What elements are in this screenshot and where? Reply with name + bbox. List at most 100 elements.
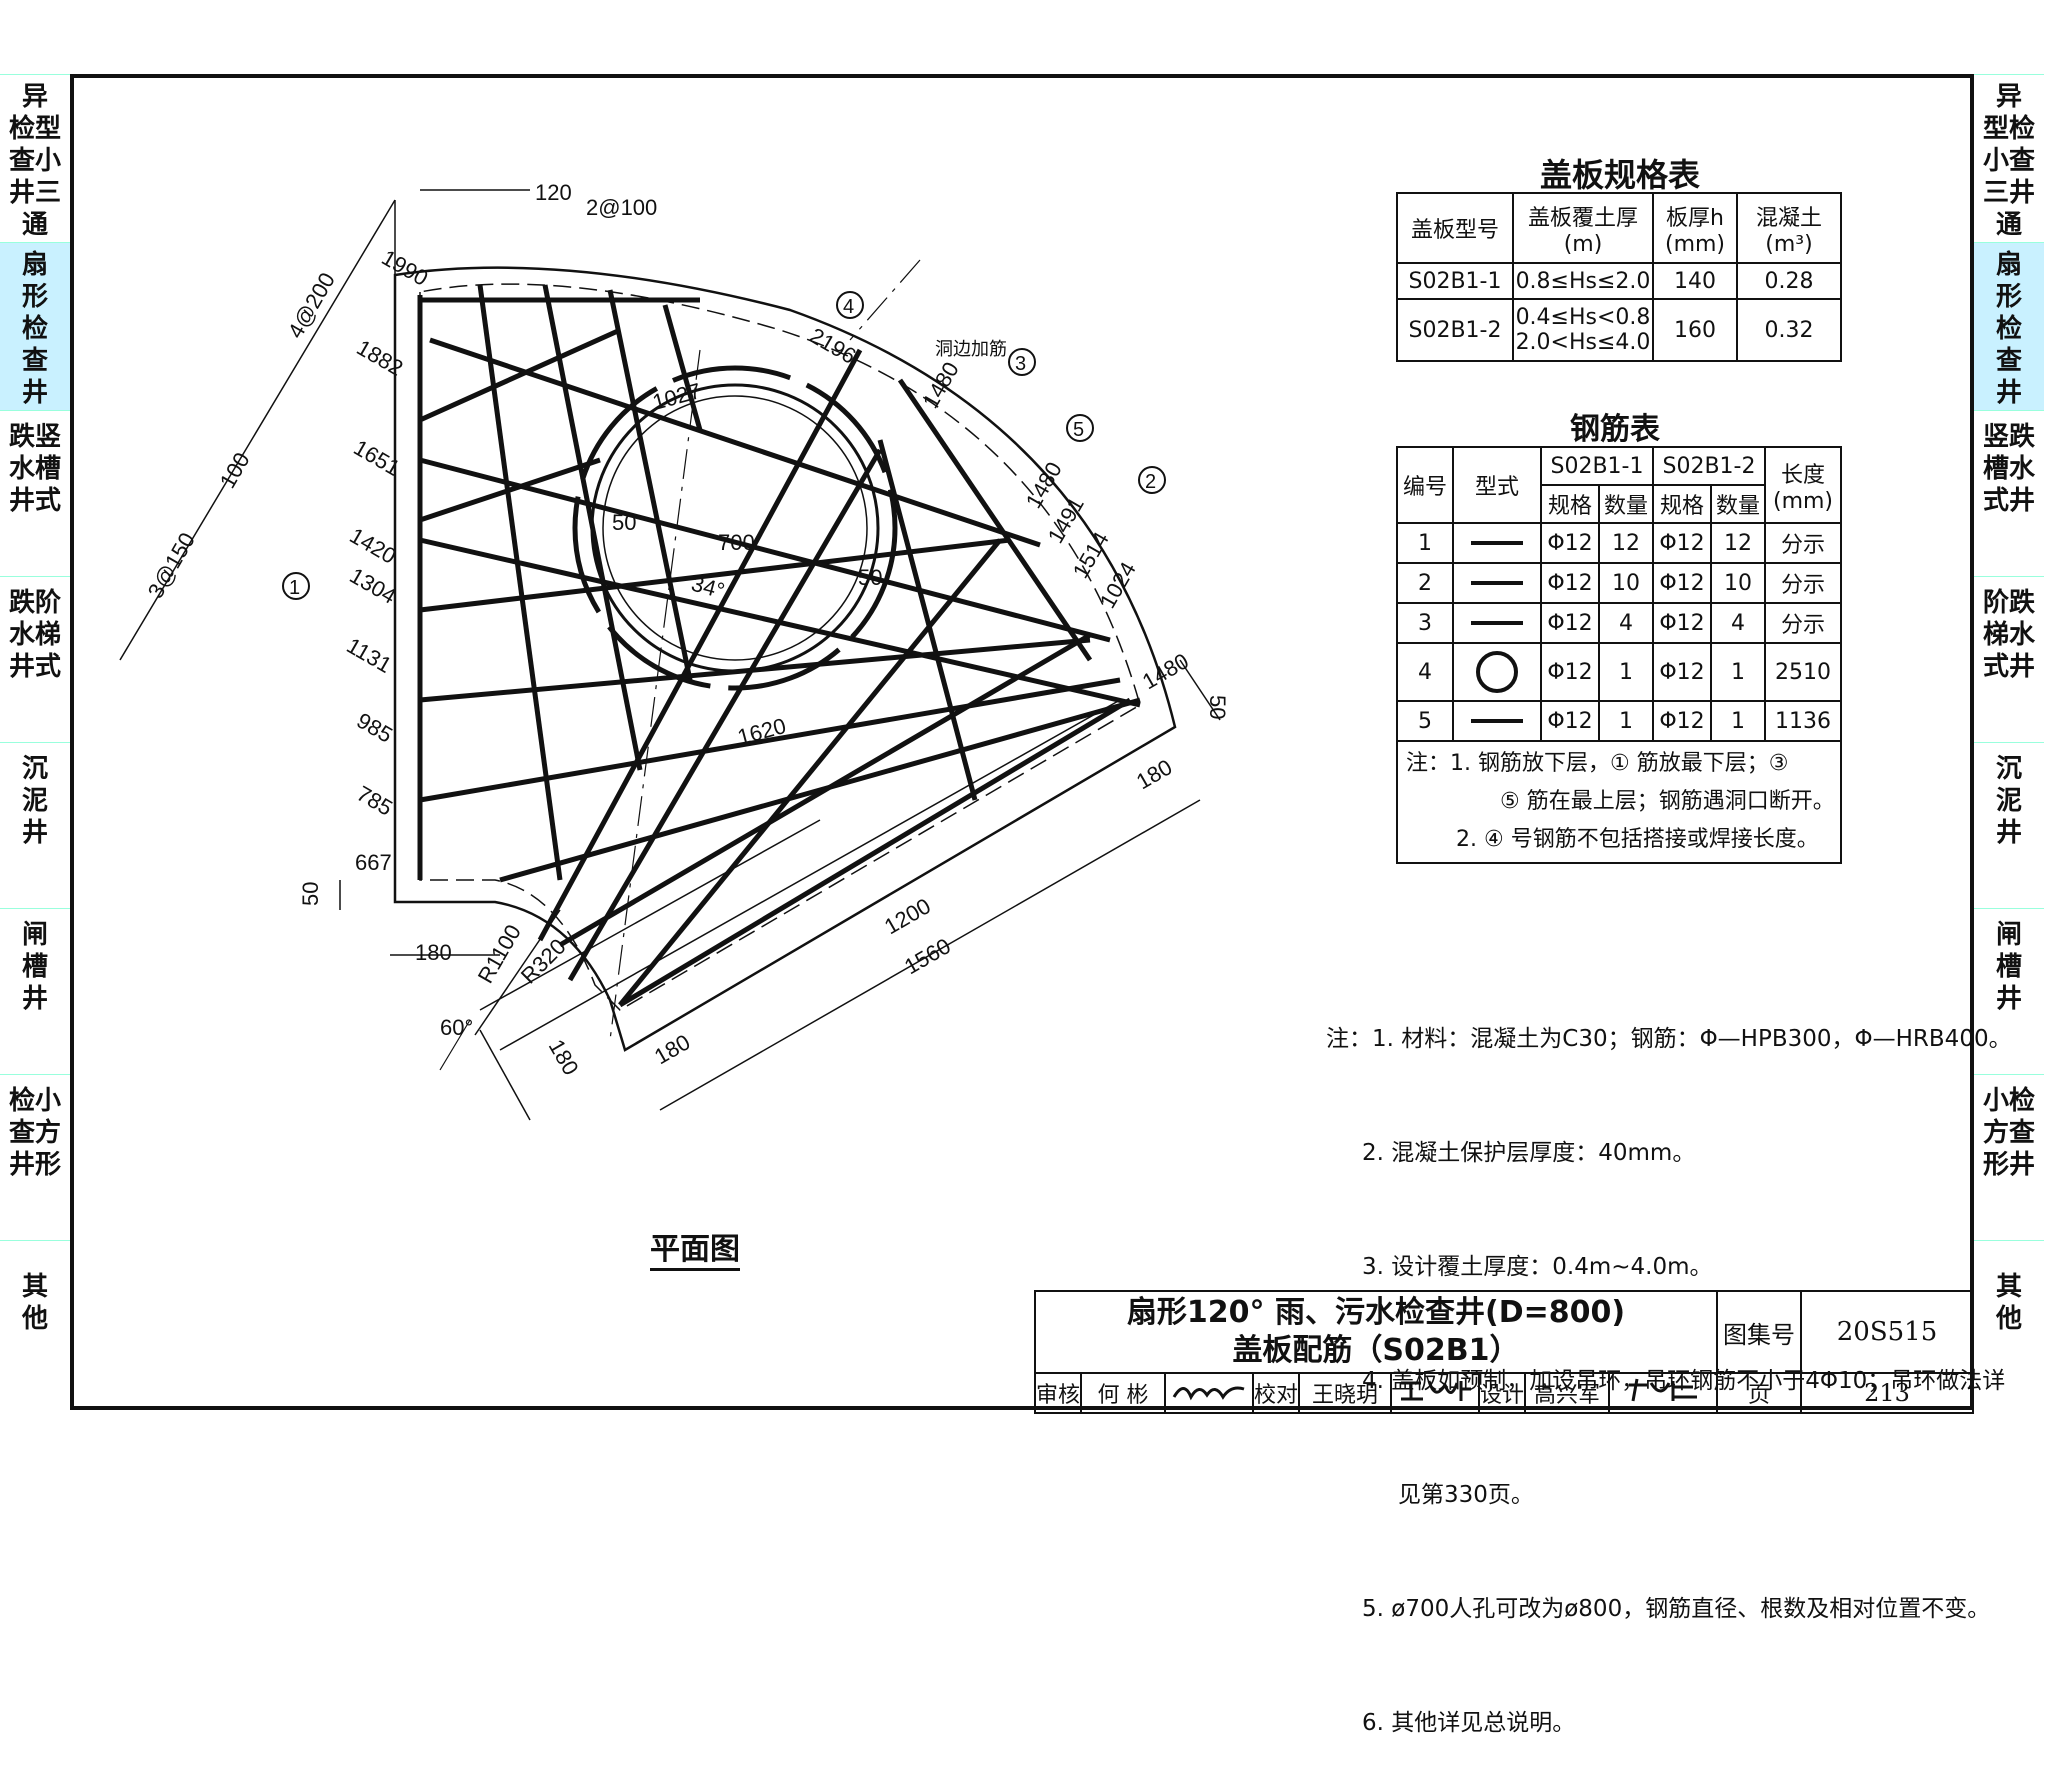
rebar-set-2 [418, 297, 1141, 883]
rebar-r5-q2: 1 [1710, 700, 1766, 742]
rebar-r3-shape-line-icon [1452, 602, 1542, 644]
rebar-r2-len: 分示 [1764, 562, 1842, 604]
dim-50-right: 50 [1205, 695, 1230, 719]
checker-name: 王晓玥 [1298, 1372, 1392, 1414]
spec-r2-thick: 160 [1652, 298, 1738, 362]
callout-1: 1 [289, 577, 300, 599]
atlas-number: 20S515 [1800, 1290, 1974, 1374]
rebar-r3-q1: 4 [1598, 602, 1654, 644]
rebar-table-title: 钢筋表 [1570, 412, 1660, 447]
checker-signature [1390, 1372, 1480, 1414]
reviewer-signature [1164, 1372, 1254, 1414]
reviewer-name: 何 彬 [1080, 1372, 1166, 1414]
dim-180-left: 180 [415, 940, 452, 965]
right-tab-5[interactable]: 闸 槽 井 [1974, 908, 2044, 1074]
spec-r1-cover: 0.8≤Hs≤2.0 [1512, 262, 1654, 300]
dim-785: 785 [353, 781, 397, 821]
page-number: 213 [1800, 1372, 1974, 1414]
dim-r1100: R1100 [473, 920, 526, 987]
right-tab-0[interactable]: 异 型检 小查 三井 通 [1974, 74, 2044, 242]
spec-r2-type: S02B1-2 [1396, 298, 1514, 362]
spec-r2-conc: 0.32 [1736, 298, 1842, 362]
rebar-table-notes: 注：1. 钢筋放下层，① 筋放最下层；③ ⑤ 筋在最上层；钢筋遇洞口断开。 2.… [1396, 740, 1842, 864]
rebar-r4-s1: Φ12 [1540, 642, 1600, 702]
rebar-r1-s1: Φ12 [1540, 522, 1600, 564]
rebar-h-shape: 型式 [1452, 446, 1542, 524]
dim-1620: 1620 [735, 713, 789, 750]
atlas-label: 图集号 [1716, 1290, 1802, 1374]
rebar-r3-len: 分示 [1764, 602, 1842, 644]
dim-1882: 1882 [353, 335, 408, 381]
left-tab-3[interactable]: 跌阶 水梯 井式 [0, 576, 70, 742]
dim-180-diag: 180 [650, 1029, 694, 1069]
spec-r1-conc: 0.28 [1736, 262, 1842, 300]
rebar-r1-shape-line-icon [1452, 522, 1542, 564]
dim-1480-c: 1480 [918, 358, 964, 413]
spec-table: 盖板型号 盖板覆土厚 (m) 板厚h (mm) 混凝土 (m³) S02B1-1… [1396, 192, 1842, 362]
rebar-h-spec1: 规格 [1540, 484, 1600, 524]
rebar-r5-no: 5 [1396, 700, 1454, 742]
left-tab-0[interactable]: 异 检型 查小 井三 通 [0, 74, 70, 242]
rebar-r1-s2: Φ12 [1652, 522, 1712, 564]
spec-h-cover: 盖板覆土厚 (m) [1512, 192, 1654, 264]
rebar-r4-s2: Φ12 [1652, 642, 1712, 702]
rebar-r1-len: 分示 [1764, 522, 1842, 564]
dim-60deg: 60° [440, 1015, 473, 1040]
rebar-note-3: 2. ④ 号钢筋不包括搭接或焊接长度。 [1456, 827, 1819, 852]
left-tab-6[interactable]: 检小 查方 井形 [0, 1074, 70, 1240]
rebar-r1-q1: 12 [1598, 522, 1654, 564]
callout-4: 4 [843, 296, 854, 318]
rebar-r5-s1: Φ12 [1540, 700, 1600, 742]
right-tab-4[interactable]: 沉 泥 井 [1974, 742, 2044, 908]
left-tab-5[interactable]: 闸 槽 井 [0, 908, 70, 1074]
dim-1131: 1131 [343, 633, 396, 678]
rebar-r5-len: 1136 [1764, 700, 1842, 742]
right-tab-7[interactable]: 其 他 [1974, 1240, 2044, 1410]
title-block: 扇形120° 雨、污水检查井(D=800) 盖板配筋（S02B1） 图集号 20… [1034, 1290, 1974, 1414]
dim-100: 100 [215, 448, 255, 492]
dim-1990: 1990 [378, 245, 433, 291]
drawing-title-2: 盖板配筋（S02B1） [1232, 1333, 1520, 1368]
dim-50-ring-right: 50 [858, 565, 882, 590]
note-3: 3. 设计覆土厚度：0.4m~4.0m。 [1362, 1254, 1713, 1280]
right-tab-1[interactable]: 扇 形 检 查 井 [1974, 242, 2044, 410]
left-tab-4[interactable]: 沉 泥 井 [0, 742, 70, 908]
rebar-table: 编号 型式 S02B1-1 S02B1-2 长度 (mm) 规格 数量 规格 数… [1396, 446, 1842, 864]
dim-50-left: 50 [298, 882, 323, 906]
rebar-r2-q2: 10 [1710, 562, 1766, 604]
left-tab-7[interactable]: 其 他 [0, 1240, 70, 1410]
rebar-r2-s2: Φ12 [1652, 562, 1712, 604]
dim-700: 700 [718, 530, 755, 555]
dim-180-right: 180 [1132, 754, 1176, 794]
spec-r1-thick: 140 [1652, 262, 1738, 300]
drawing-title-1: 扇形120° 雨、污水检查井(D=800) [1126, 1295, 1626, 1330]
right-tab-6[interactable]: 小检 方查 形井 [1974, 1074, 2044, 1240]
rebar-r1-no: 1 [1396, 522, 1454, 564]
left-tab-1[interactable]: 扇 形 检 查 井 [0, 242, 70, 410]
spec-r2-cover: 0.4≤Hs<0.8 2.0<Hs≤4.0 [1512, 298, 1654, 362]
dim-180-bottom: 180 [544, 1035, 584, 1079]
slab-outline [393, 266, 1177, 1052]
rebar-r3-s1: Φ12 [1540, 602, 1600, 644]
drawing-frame [70, 74, 1974, 1410]
manhole-opening-inner [602, 395, 868, 661]
rebar-h-t2: S02B1-2 [1652, 446, 1766, 486]
right-tab-2[interactable]: 竖跌 槽水 式井 [1974, 410, 2044, 576]
rebar-h-no: 编号 [1396, 446, 1454, 524]
rebar-r1-q2: 12 [1710, 522, 1766, 564]
note-5: 5. ø700人孔可改为ø800，钢筋直径、根数及相对位置不变。 [1362, 1596, 1991, 1622]
rebar-r4-q1: 1 [1598, 642, 1654, 702]
dim-1480-a: 1480 [1138, 648, 1193, 694]
dim-1200: 1200 [880, 893, 935, 939]
dim-3at150: 3@150 [143, 528, 200, 602]
left-tab-2[interactable]: 跌竖 水槽 井式 [0, 410, 70, 576]
right-tab-3[interactable]: 阶跌 梯水 式井 [1974, 576, 2044, 742]
label-hole-edge-rebar: 洞边加筋 [935, 339, 1007, 359]
rebar-set-3 [419, 337, 1141, 1008]
dim-120: 120 [535, 180, 572, 205]
rebar-r4-q2: 1 [1710, 642, 1766, 702]
rebar-h-qty1: 数量 [1598, 484, 1654, 524]
rebar-r5-shape-line-icon [1452, 700, 1542, 742]
spec-r1-type: S02B1-1 [1396, 262, 1514, 300]
rebar-r5-q1: 1 [1598, 700, 1654, 742]
